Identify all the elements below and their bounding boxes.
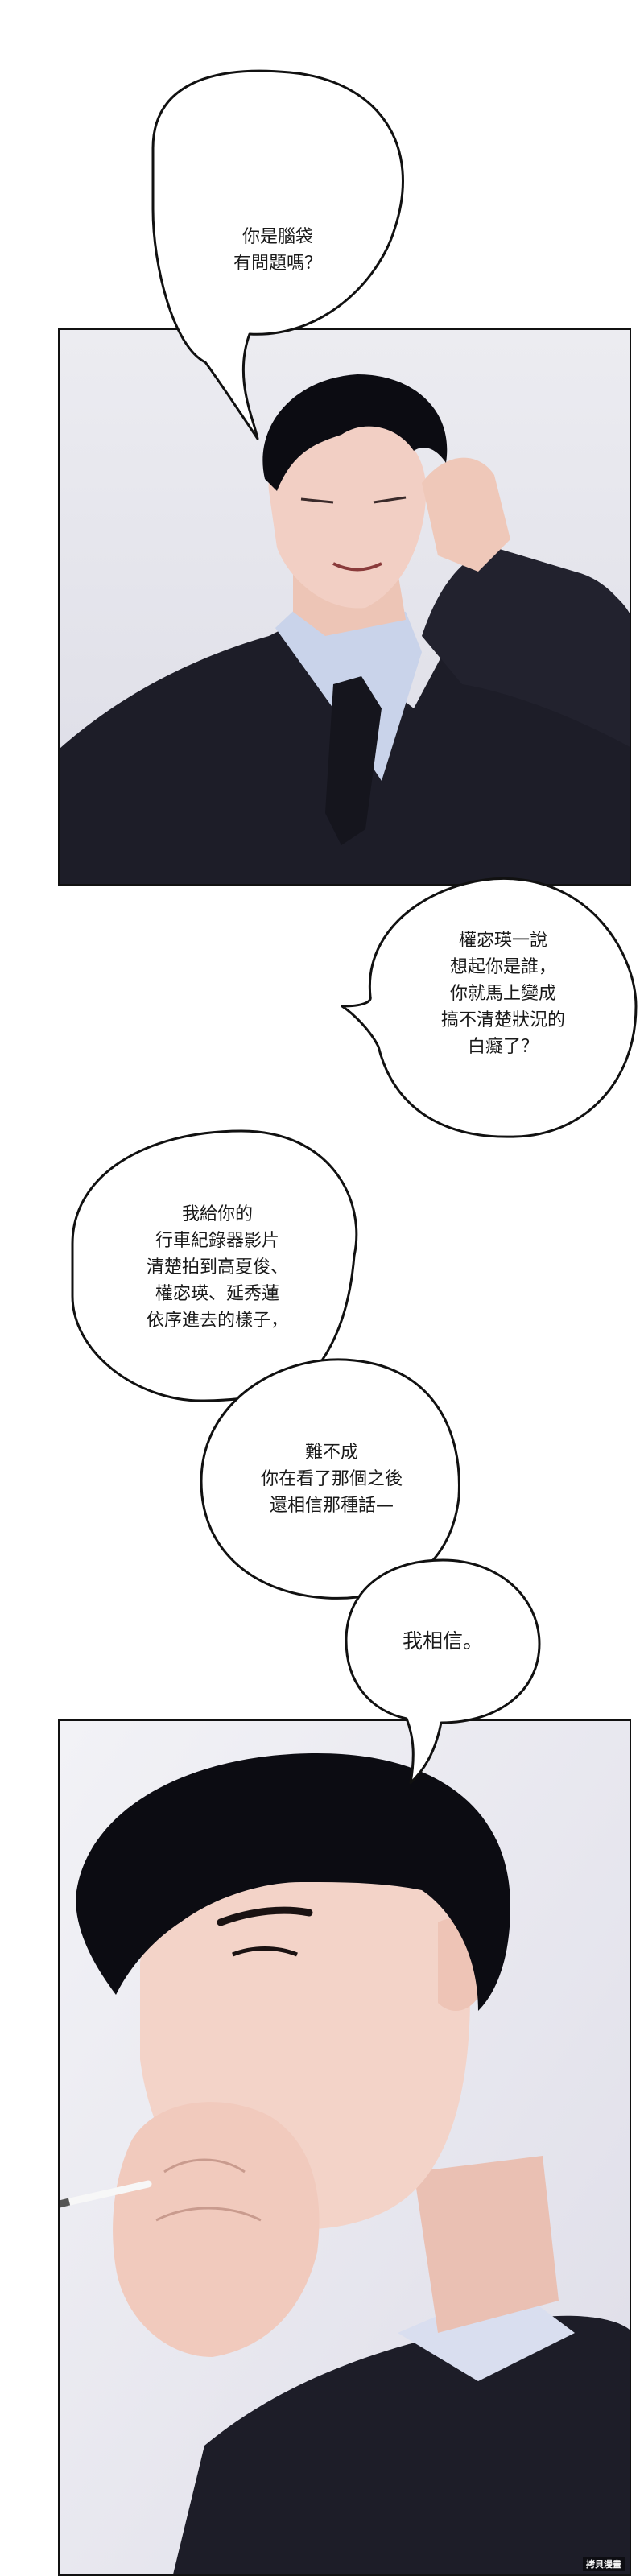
bubble-1-text: 你是腦袋 有問題嗎？ bbox=[233, 227, 322, 274]
bubble-5-text: 我相信。 bbox=[402, 1629, 483, 1653]
panel-2: 拷貝漫畫 bbox=[58, 1719, 631, 2576]
watermark: 拷貝漫畫 bbox=[583, 2557, 625, 2571]
bubble-2-text: 權宓瑛一說 想起你是誰， 你就馬上變成 搞不清楚狀況的 白癡了？ bbox=[440, 931, 565, 1057]
panel-1 bbox=[58, 328, 631, 886]
bubble-3-text: 我給你的 行車紀錄器影片 清楚拍到高夏俊、 權宓瑛、延秀蓮 依序進去的樣子， bbox=[146, 1204, 288, 1331]
bubble-4-text: 難不成 你在看了那個之後 還相信那種話— bbox=[260, 1443, 402, 1516]
panel-1-illustration bbox=[60, 330, 630, 884]
panel-2-illustration bbox=[60, 1721, 630, 2574]
